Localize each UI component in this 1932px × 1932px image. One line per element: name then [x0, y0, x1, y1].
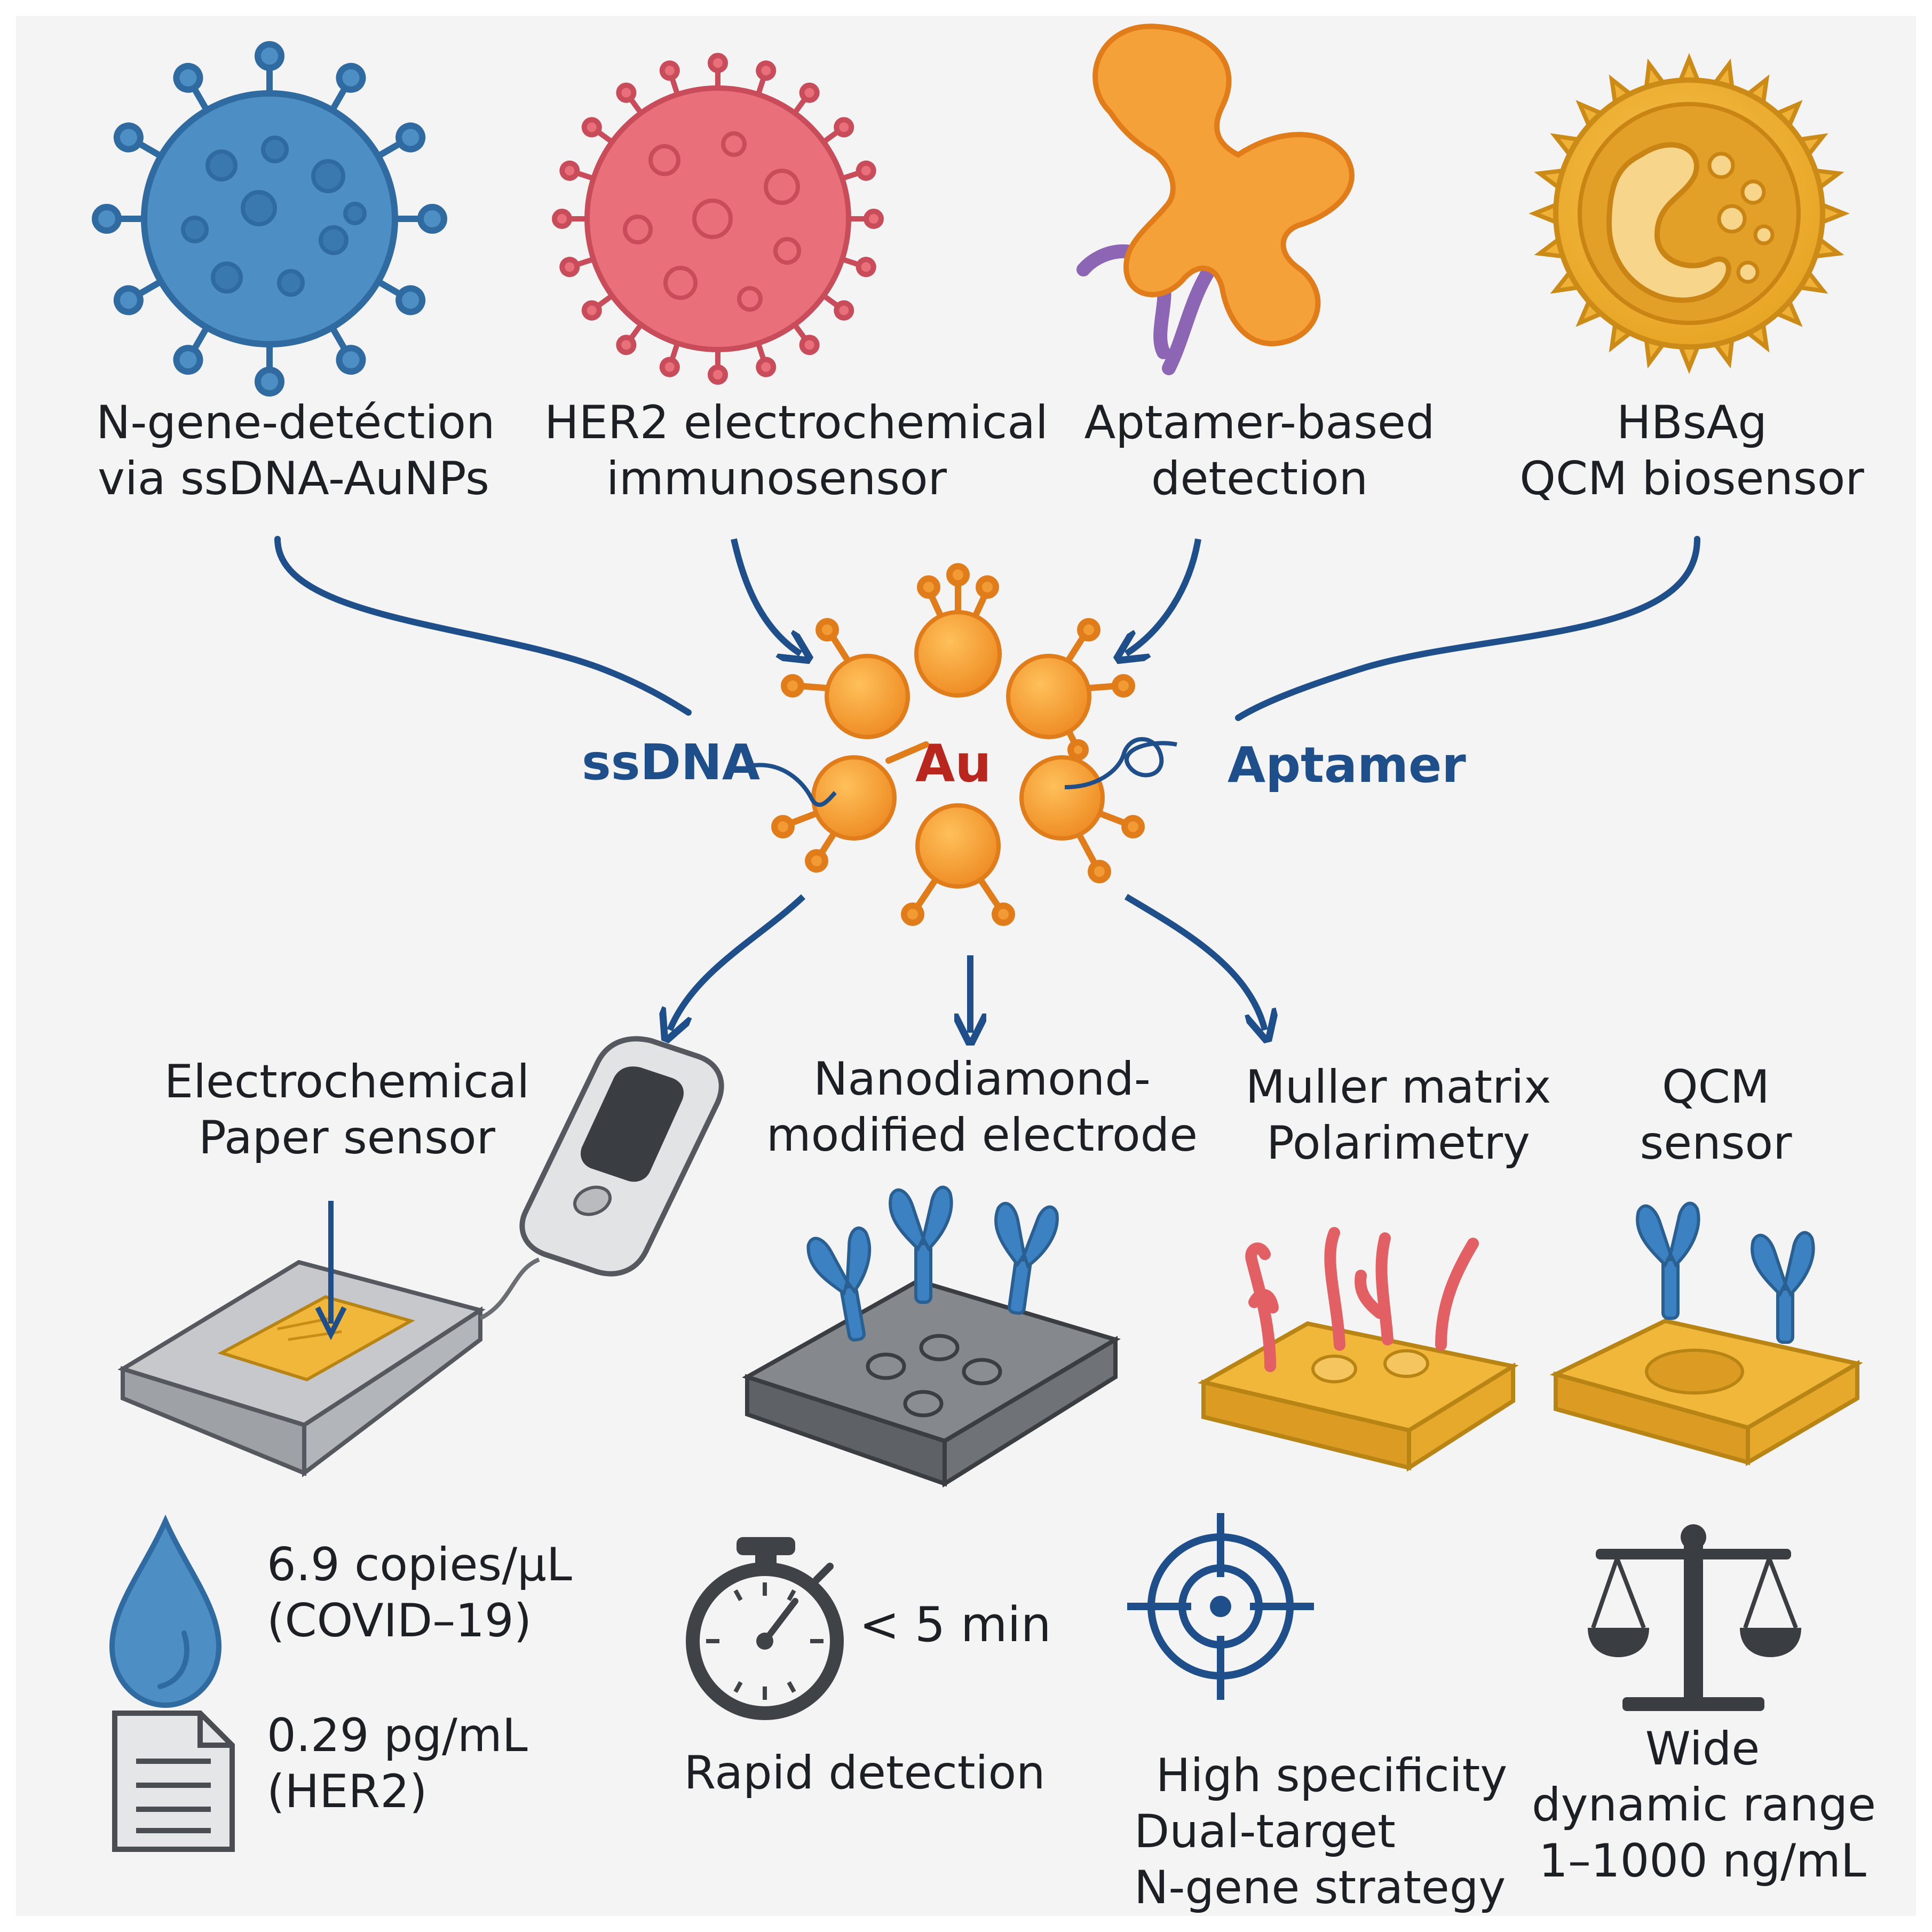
- pathogen-label-line1: N-gene-detéction: [96, 395, 491, 451]
- metric-range: Wide dynamic range 1–1000 ng/mL: [1532, 1721, 1873, 1889]
- document-icon: [115, 1713, 232, 1849]
- pathogen-label-aptamer: Aptamer-based detection: [1062, 395, 1457, 507]
- platform-label-line1: QCM: [1612, 1059, 1820, 1115]
- metric-covid: 6.9 copies/µL (COVID–19): [267, 1537, 572, 1649]
- au-core-label: Au: [915, 734, 992, 794]
- metric-specificity-line3: N-gene strategy: [1134, 1860, 1529, 1916]
- metric-range-line1: Wide: [1532, 1721, 1873, 1777]
- metric-speed-value: < 5 min: [859, 1596, 1051, 1654]
- platform-label-line2: modified electrode: [763, 1107, 1201, 1163]
- platform-label-line1: Muller matrix: [1233, 1059, 1564, 1115]
- metric-her2-target: (HER2): [267, 1764, 528, 1820]
- platform-label-qcm: QCM sensor: [1612, 1059, 1820, 1171]
- platform-label-line2: Polarimetry: [1233, 1115, 1564, 1171]
- pathogen-label-her2: HER2 electrochemical immunosensor: [544, 395, 1009, 507]
- pathogen-label-line2: detection: [1062, 451, 1457, 507]
- metric-her2-value: 0.29 pg/mL: [267, 1708, 528, 1764]
- platform-label-line1: Electrochemical: [133, 1054, 560, 1110]
- metric-covid-target: (COVID–19): [267, 1593, 572, 1649]
- pathogen-label-line2: QCM biosensor: [1494, 451, 1889, 507]
- metric-her2: 0.29 pg/mL (HER2): [267, 1708, 528, 1820]
- metric-speed-caption: Rapid detection: [672, 1745, 1057, 1801]
- platform-label-paper: Electrochemical Paper sensor: [133, 1054, 560, 1166]
- pathogen-label-line1: Aptamer-based: [1062, 395, 1457, 451]
- hbsag-particle-icon: [1534, 59, 1844, 368]
- platform-label-line1: Nanodiamond-: [763, 1051, 1201, 1107]
- platform-label-line2: sensor: [1612, 1115, 1820, 1171]
- metric-range-line2: dynamic range: [1532, 1777, 1873, 1833]
- metric-covid-value: 6.9 copies/µL: [267, 1537, 572, 1593]
- platform-label-polarimetry: Muller matrix Polarimetry: [1233, 1059, 1564, 1171]
- pathogen-label-line1: HBsAg: [1494, 395, 1889, 451]
- platform-label-line2: Paper sensor: [133, 1110, 560, 1166]
- pathogen-label-line1: HER2 electrochemical: [544, 395, 1009, 451]
- metric-specificity-line1: High specificity: [1134, 1748, 1529, 1804]
- platform-label-nanodiamond: Nanodiamond- modified electrode: [763, 1051, 1201, 1163]
- metric-specificity-line2: Dual-target: [1134, 1804, 1529, 1860]
- pathogen-label-n-gene: N-gene-detéction via ssDNA-AuNPs: [96, 395, 491, 507]
- pathogen-label-line2: via ssDNA-AuNPs: [96, 451, 491, 507]
- aptamer-tag: Aptamer: [1228, 737, 1466, 794]
- metric-range-line3: 1–1000 ng/mL: [1532, 1833, 1873, 1889]
- ssdna-tag: ssDNA: [582, 734, 760, 791]
- pathogen-label-line2: immunosensor: [544, 451, 1009, 507]
- pathogen-label-hbsag: HBsAg QCM biosensor: [1494, 395, 1889, 507]
- metric-specificity: High specificity Dual-target N-gene stra…: [1134, 1748, 1529, 1916]
